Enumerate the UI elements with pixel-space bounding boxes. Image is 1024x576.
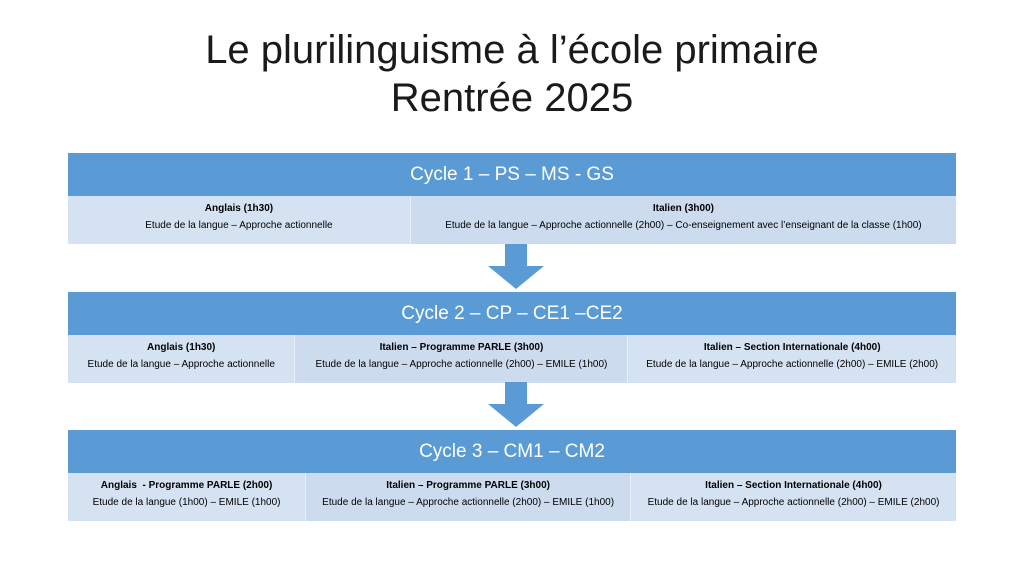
- cell-subtitle: Etude de la langue – Approche actionnell…: [145, 220, 333, 231]
- page-title-line-2: Rentrée 2025: [390, 76, 634, 120]
- cell-title: Italien – Section Internationale (4h00): [705, 480, 882, 491]
- cycle-2-row: Anglais (1h30) Etude de la langue – Appr…: [68, 335, 956, 383]
- cycle-3-cell-italien-section-internationale[interactable]: Italien – Section Internationale (4h00) …: [630, 473, 956, 521]
- down-arrow-icon-cycle2-to-cycle3: [487, 382, 545, 428]
- cell-subtitle: Etude de la langue – Approche actionnell…: [322, 497, 615, 508]
- page-title-line-1: Le plurilinguisme à l’école primaire: [205, 28, 819, 72]
- cycle-3-header: Cycle 3 – CM1 – CM2: [68, 430, 956, 473]
- cycle-1-cell-italien[interactable]: Italien (3h00) Etude de la langue – Appr…: [409, 196, 956, 244]
- cell-title: Italien (3h00): [652, 203, 714, 214]
- down-arrow-icon-cycle1-to-cycle2: [487, 244, 545, 290]
- cycle-1-cell-anglais[interactable]: Anglais (1h30) Etude de la langue – Appr…: [68, 196, 410, 244]
- cell-subtitle: Etude de la langue – Approche actionnell…: [87, 359, 275, 370]
- cell-subtitle: Etude de la langue (1h00) – EMILE (1h00): [92, 497, 281, 508]
- cell-subtitle: Etude de la langue – Approche actionnell…: [445, 220, 922, 231]
- page-title: Le plurilinguisme à l’école primaire Ren…: [0, 26, 1024, 122]
- cycle-2-cell-italien-parle[interactable]: Italien – Programme PARLE (3h00) Etude d…: [294, 335, 628, 383]
- cell-title: Italien – Programme PARLE (3h00): [386, 480, 550, 491]
- cell-title: Italien – Programme PARLE (3h00): [379, 342, 544, 353]
- cycle-block-1: Cycle 1 – PS – MS - GS Anglais (1h30) Et…: [68, 153, 956, 244]
- cycle-2-cell-italien-section-internationale[interactable]: Italien – Section Internationale (4h00) …: [627, 335, 956, 383]
- cycle-2-cell-anglais[interactable]: Anglais (1h30) Etude de la langue – Appr…: [68, 335, 295, 383]
- cycle-1-header: Cycle 1 – PS – MS - GS: [68, 153, 956, 196]
- cell-title: Anglais (1h30): [204, 203, 274, 214]
- cycle-3-row: Anglais - Programme PARLE (2h00) Etude d…: [68, 473, 956, 521]
- cycle-block-2: Cycle 2 – CP – CE1 –CE2 Anglais (1h30) E…: [68, 292, 956, 383]
- cell-title: Anglais - Programme PARLE (2h00): [100, 480, 273, 491]
- cycle-3-cell-anglais-parle[interactable]: Anglais - Programme PARLE (2h00) Etude d…: [68, 473, 306, 521]
- cycle-block-3: Cycle 3 – CM1 – CM2 Anglais - Programme …: [68, 430, 956, 521]
- cell-subtitle: Etude de la langue – Approche actionnell…: [647, 497, 940, 508]
- cycle-1-row: Anglais (1h30) Etude de la langue – Appr…: [68, 196, 956, 244]
- cell-subtitle: Etude de la langue – Approche actionnell…: [646, 359, 939, 370]
- cell-subtitle: Etude de la langue – Approche actionnell…: [315, 359, 608, 370]
- cell-title: Anglais (1h30): [147, 342, 216, 353]
- cycle-3-cell-italien-parle[interactable]: Italien – Programme PARLE (3h00) Etude d…: [305, 473, 631, 521]
- cell-title: Italien – Section Internationale (4h00): [703, 342, 881, 353]
- cycle-2-header: Cycle 2 – CP – CE1 –CE2: [68, 292, 956, 335]
